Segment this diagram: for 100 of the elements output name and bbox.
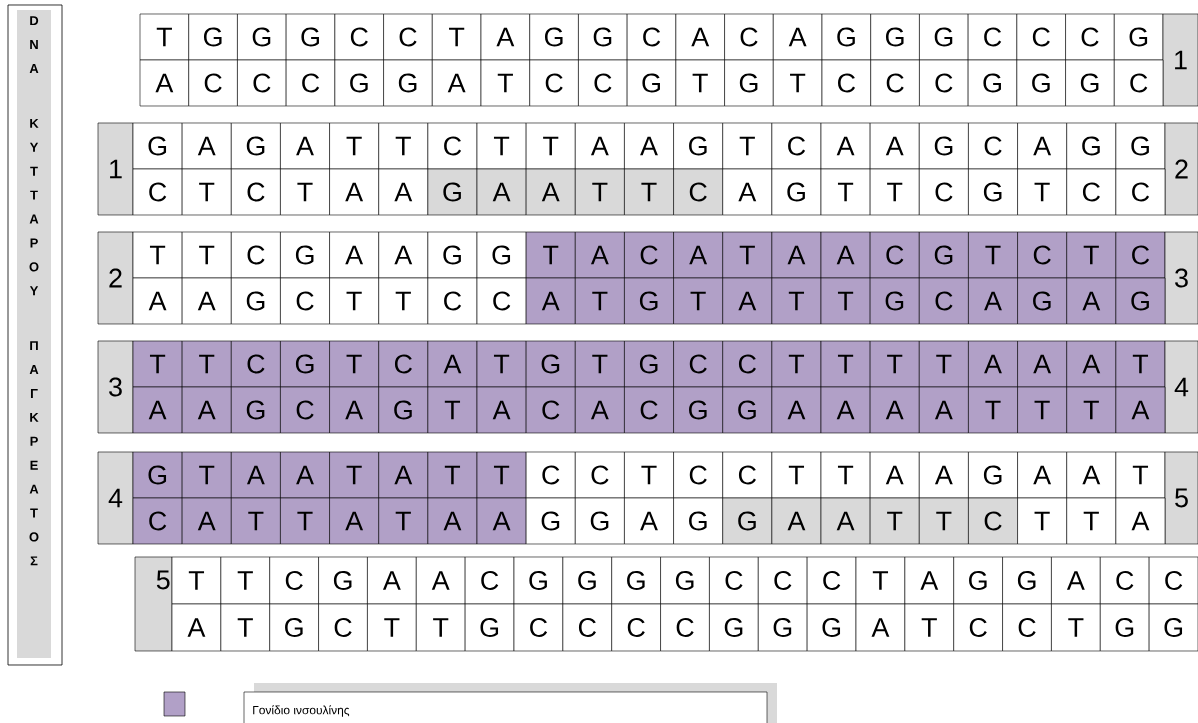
table-cell: T [476, 451, 527, 499]
table-cell: G [806, 603, 857, 652]
title-box: DNA ΚΥΤΤΑΡΟΥ ΠΑΓΚΡΕΑΤΟΣ [7, 4, 63, 666]
table-cell: G [578, 13, 628, 61]
table-cell: C [280, 386, 330, 434]
table-cell: A [1115, 386, 1166, 434]
table-cell: C [1100, 556, 1150, 605]
table-cell: G [525, 340, 576, 388]
table-cell: T [968, 386, 1018, 434]
table-cell: G [231, 386, 281, 434]
table-cell: G [758, 603, 808, 652]
table-cell: T [1017, 497, 1067, 545]
table-cell: C [724, 13, 774, 61]
table-cell: G [709, 603, 759, 652]
table-cell: G [231, 277, 281, 325]
table-cell: C [624, 386, 674, 434]
table-cell: T [1017, 168, 1067, 216]
table-cell: A [181, 497, 232, 545]
table-cell: A [820, 122, 871, 170]
row-number-cell: 2 [1164, 122, 1198, 216]
table-cell: A [771, 231, 822, 279]
table-cell: A [820, 497, 871, 545]
table-cell: T [771, 340, 822, 388]
table-cell: C [231, 340, 281, 388]
table-cell: G [132, 451, 183, 499]
table-cell: T [1115, 451, 1166, 499]
table-cell: A [480, 13, 530, 61]
table-cell: G [968, 168, 1018, 216]
table-cell: C [578, 59, 628, 107]
table-cell: C [968, 497, 1018, 545]
table-cell: C [269, 556, 319, 605]
table-cell: A [525, 277, 576, 325]
table-cell: C [660, 603, 710, 652]
table-cell: C [575, 451, 625, 499]
table-cell: G [280, 231, 330, 279]
table-cell: G [285, 13, 336, 61]
table-cell: T [820, 451, 871, 499]
table-cell: A [904, 556, 954, 605]
table-cell: C [626, 13, 677, 61]
table-cell: A [427, 340, 478, 388]
table-cell: T [771, 451, 822, 499]
table-cell: T [1066, 231, 1117, 279]
table-cell: G [513, 556, 564, 605]
table-cell: A [771, 497, 822, 545]
table-cell: A [919, 386, 969, 434]
table-cell: T [575, 168, 625, 216]
table-cell: C [722, 451, 773, 499]
table-cell: C [1016, 13, 1066, 61]
table-cell: C [1017, 231, 1067, 279]
table-cell: A [722, 168, 773, 216]
table-cell: G [1017, 277, 1067, 325]
table-cell: A [231, 451, 281, 499]
table-cell: C [758, 556, 808, 605]
table-cell: T [919, 340, 969, 388]
table-cell: G [624, 277, 674, 325]
table-cell: A [820, 231, 871, 279]
table-cell: G [525, 497, 576, 545]
table-cell: A [575, 122, 625, 170]
table-cell: G [427, 168, 478, 216]
table-cell: G [383, 59, 433, 107]
table-cell: G [1065, 59, 1115, 107]
table-cell: G [611, 556, 661, 605]
table-cell: T [280, 497, 330, 545]
table-cell: A [675, 13, 725, 61]
table-cell: A [855, 603, 906, 652]
table-cell: C [722, 340, 773, 388]
table-cell: G [724, 59, 774, 107]
table-cell: A [476, 386, 527, 434]
table-cell: T [181, 451, 232, 499]
row-number-cell: 4 [1164, 340, 1198, 434]
table-cell: G [869, 277, 920, 325]
table-cell: C [1065, 13, 1115, 61]
table-cell: C [771, 122, 822, 170]
table-cell: G [427, 231, 478, 279]
table-cell: G [919, 122, 969, 170]
table-cell: T [525, 122, 576, 170]
table-cell: C [1115, 231, 1166, 279]
table-cell: A [378, 451, 429, 499]
table-cell: C [525, 386, 576, 434]
table-cell: A [1017, 122, 1067, 170]
table-cell: C [624, 231, 674, 279]
table-cell: G [1100, 603, 1150, 652]
row-number-cell: 3 [97, 340, 134, 434]
table-cell: C [919, 168, 969, 216]
table-cell: G [334, 59, 384, 107]
table-cell: C [529, 59, 579, 107]
table-cell: T [904, 603, 954, 652]
table-cell: G [919, 13, 969, 61]
table-cell: T [329, 340, 380, 388]
table-cell: C [673, 168, 723, 216]
table-cell: A [919, 451, 969, 499]
table-cell: A [624, 497, 674, 545]
table-cell: G [1115, 122, 1166, 170]
table-cell: G [237, 13, 287, 61]
table-cell: T [820, 277, 871, 325]
table-cell: C [967, 13, 1018, 61]
table-cell: C [231, 168, 281, 216]
table-cell: A [378, 168, 429, 216]
table-cell: C [1115, 168, 1166, 216]
table-cell: A [771, 386, 822, 434]
